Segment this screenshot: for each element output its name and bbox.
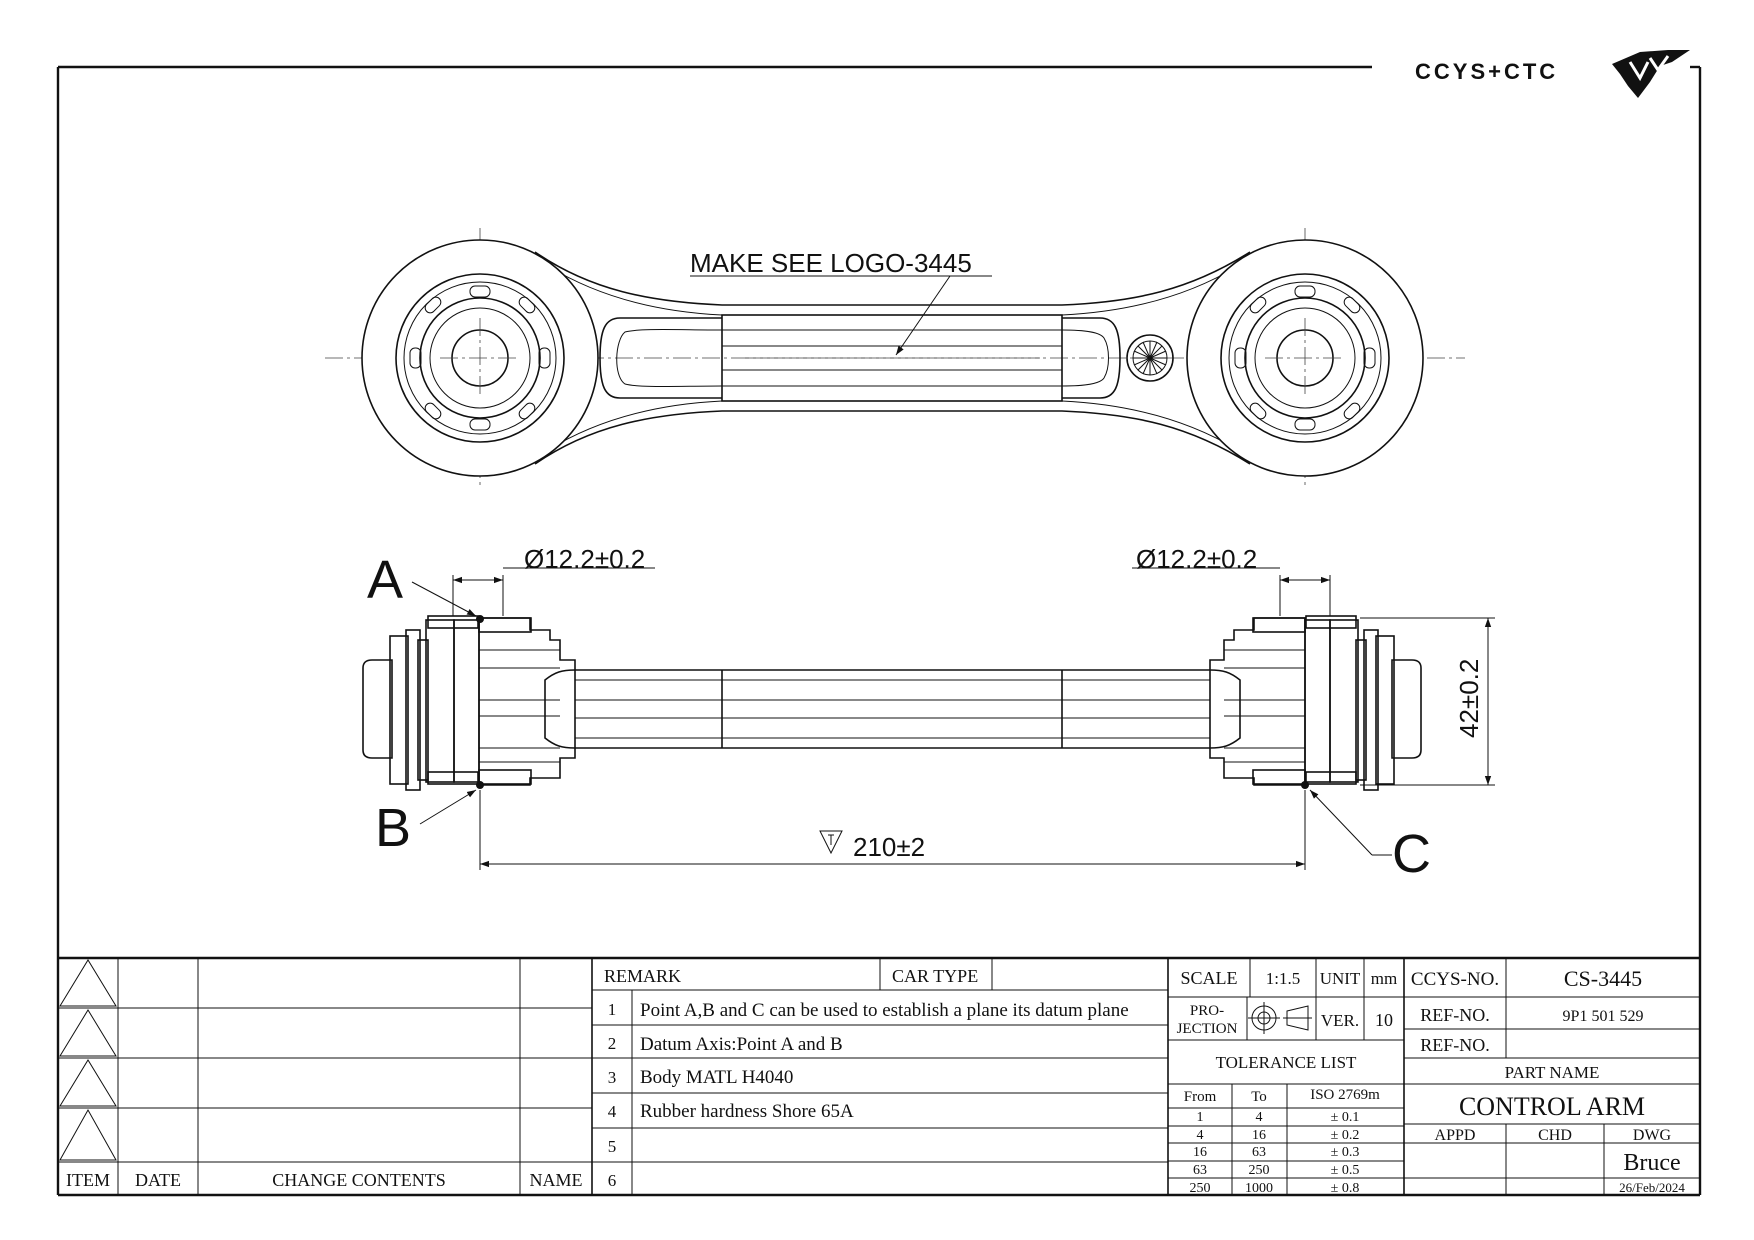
title-block-lines <box>58 956 1700 1195</box>
ref-no-value: 9P1 501 529 <box>1563 1008 1644 1025</box>
length-dimension: 210±2 <box>853 832 925 862</box>
remark-no: 4 <box>608 1102 617 1121</box>
remark-label: REMARK <box>604 966 681 986</box>
drawing-date: 26/Feb/2024 <box>1619 1180 1685 1195</box>
tol-to: 250 <box>1249 1163 1270 1178</box>
version-label: VER. <box>1321 1011 1359 1030</box>
tol-value: ± 0.2 <box>1331 1128 1360 1143</box>
rev-header-change: CHANGE CONTENTS <box>272 1170 446 1190</box>
dia-left-dimension: Ø12.2±0.2 <box>524 544 645 574</box>
remark-text: Point A,B and C can be used to establish… <box>640 1000 1129 1021</box>
tol-header-to: To <box>1251 1089 1267 1105</box>
dia-right-dimension: Ø12.2±0.2 <box>1136 544 1257 574</box>
tol-value: ± 0.8 <box>1331 1181 1360 1196</box>
ccys-no-value: CS-3445 <box>1564 966 1642 991</box>
ref-no-label: REF-NO. <box>1420 1035 1490 1055</box>
dwg-label: DWG <box>1633 1127 1672 1144</box>
top-view <box>325 228 1465 488</box>
tol-value: ± 0.3 <box>1331 1145 1360 1160</box>
tol-to: 1000 <box>1245 1181 1273 1196</box>
point-c-label: C <box>1392 824 1431 884</box>
tol-to: 63 <box>1252 1145 1266 1160</box>
tol-from: 1 <box>1197 1110 1204 1125</box>
remark-text: Body MATL H4040 <box>640 1067 793 1088</box>
svg-text:CCYS+CTC: CCYS+CTC <box>1415 59 1558 84</box>
remark-no: 2 <box>608 1034 617 1053</box>
remark-no: 3 <box>608 1068 617 1087</box>
appd-label: APPD <box>1435 1127 1476 1144</box>
tol-from: 16 <box>1193 1145 1207 1160</box>
unit-label: UNIT <box>1320 969 1361 988</box>
drawn-by: Bruce <box>1623 1150 1680 1176</box>
tol-value: ± 0.1 <box>1331 1110 1360 1125</box>
unit-value: mm <box>1371 969 1397 988</box>
part-name-label: PART NAME <box>1505 1063 1600 1082</box>
sheet-frame <box>56 65 1702 1197</box>
height-dimension: 42±0.2 <box>1454 659 1484 738</box>
rev-header-date: DATE <box>135 1170 181 1190</box>
side-view <box>362 567 1495 870</box>
remark-no: 6 <box>608 1171 617 1190</box>
projection-label: JECTION <box>1177 1021 1238 1037</box>
tol-from: 4 <box>1197 1128 1204 1143</box>
part-name-value: CONTROL ARM <box>1459 1092 1645 1121</box>
company-logo: CCYS+CTC <box>1415 50 1690 98</box>
scale-value: 1:1.5 <box>1266 969 1300 988</box>
remark-text: Rubber hardness Shore 65A <box>640 1101 854 1122</box>
tol-header-iso: ISO 2769m <box>1310 1087 1380 1103</box>
projection-label: PRO- <box>1190 1003 1224 1019</box>
tol-to: 4 <box>1256 1110 1263 1125</box>
tol-value: ± 0.5 <box>1331 1163 1360 1178</box>
tolerance-title: TOLERANCE LIST <box>1216 1053 1357 1072</box>
car-type-label: CAR TYPE <box>892 966 978 986</box>
rev-header-name: NAME <box>530 1170 583 1190</box>
remark-no: 5 <box>608 1137 617 1156</box>
scale-label: SCALE <box>1180 968 1237 988</box>
tol-from: 250 <box>1190 1181 1211 1196</box>
ref-no-label: REF-NO. <box>1420 1005 1490 1025</box>
rev-header-item: ITEM <box>66 1170 110 1190</box>
point-b-label: B <box>375 798 411 858</box>
remark-no: 1 <box>608 1000 617 1019</box>
tol-from: 63 <box>1193 1163 1207 1178</box>
remark-text: Datum Axis:Point A and B <box>640 1034 843 1055</box>
tol-to: 16 <box>1252 1128 1266 1143</box>
logo-note: MAKE SEE LOGO-3445 <box>690 248 972 278</box>
chd-label: CHD <box>1538 1127 1572 1144</box>
ccys-no-label: CCYS-NO. <box>1411 969 1499 990</box>
tol-header-from: From <box>1184 1089 1217 1105</box>
version-value: 10 <box>1375 1010 1393 1030</box>
point-a-label: A <box>367 550 403 610</box>
